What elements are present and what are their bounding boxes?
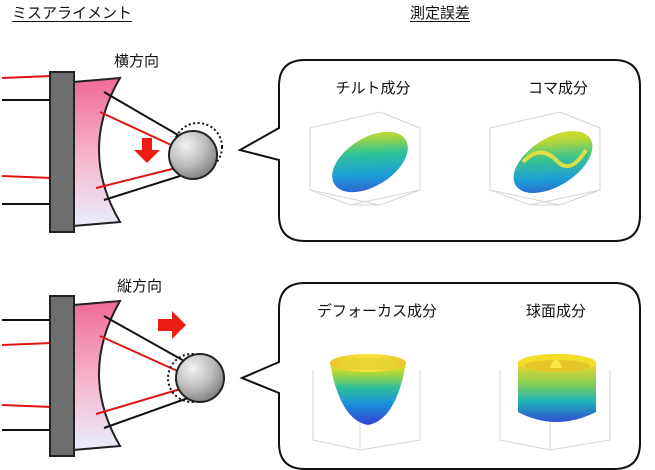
top-optics — [1, 71, 223, 233]
ball — [168, 130, 218, 180]
plot-tilt — [309, 111, 421, 206]
component-label-coma: コマ成分 — [527, 79, 589, 97]
ray — [99, 335, 185, 375]
ray — [1, 404, 53, 408]
defocus-bowl — [330, 363, 406, 425]
ray — [1, 175, 53, 179]
ray — [103, 315, 187, 363]
component-label-tilt: チルト成分 — [335, 79, 411, 97]
plot-spherical — [499, 354, 611, 451]
arrow-right-icon — [158, 311, 186, 339]
ray — [103, 397, 189, 429]
ray — [103, 91, 179, 136]
component-label-spherical: 球面成分 — [525, 302, 587, 320]
header-misalignment: ミスアライメント — [12, 4, 133, 22]
mount-plate — [49, 71, 75, 233]
tilt-surface — [332, 131, 408, 193]
callout-bubble — [239, 282, 641, 470]
bottom-optics — [1, 295, 225, 457]
lens — [72, 76, 122, 228]
plot-coma — [489, 111, 601, 206]
ray — [103, 175, 181, 201]
component-label-defocus: デフォーカス成分 — [316, 302, 438, 320]
ray — [95, 387, 185, 415]
spherical-peak — [550, 359, 562, 368]
coma-surface — [513, 131, 593, 193]
coma-ridge — [521, 148, 588, 169]
plot-defocus — [312, 354, 421, 451]
callout-bubble — [237, 59, 641, 242]
ray — [1, 342, 53, 346]
defocus-rim-inner — [337, 358, 399, 370]
ray — [95, 167, 177, 189]
direction-label-lateral: 横方向 — [114, 52, 160, 70]
ray — [1, 75, 53, 79]
spherical-cylinder — [518, 363, 596, 422]
ray — [99, 111, 183, 151]
arrow-down-icon — [134, 138, 160, 163]
mount-plate — [49, 295, 75, 457]
header-measurement-error: 測定誤差 — [410, 4, 471, 22]
lens — [72, 299, 122, 452]
ball — [175, 353, 225, 403]
direction-label-vertical: 縦方向 — [117, 277, 163, 295]
